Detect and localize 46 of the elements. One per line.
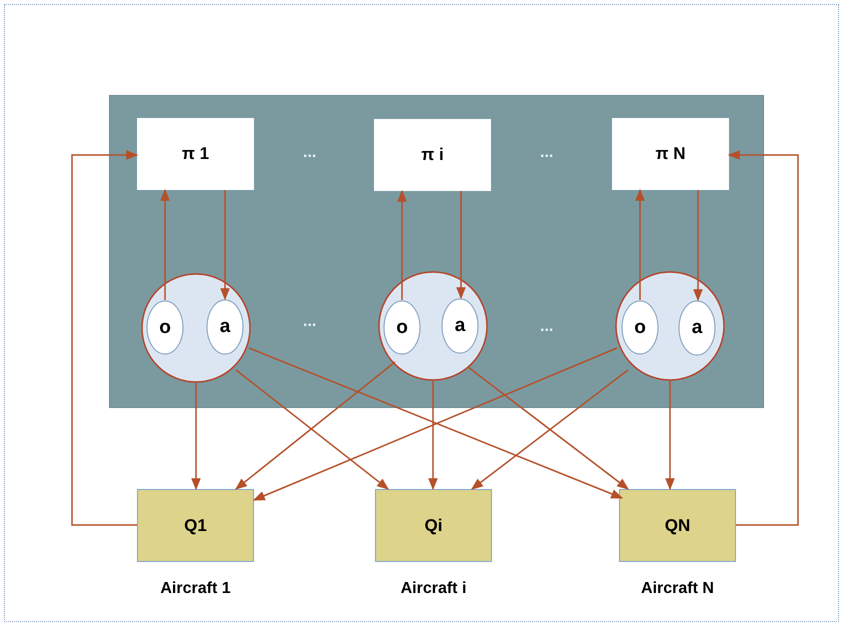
arrow	[728, 150, 799, 526]
arrow	[191, 383, 201, 490]
node-label: o	[634, 316, 646, 338]
node-label: π N	[655, 144, 686, 164]
ellipse-node	[678, 300, 716, 356]
ellipse-node	[146, 300, 184, 355]
node-label: QN	[664, 516, 690, 536]
node-label: Qi	[424, 516, 442, 536]
node-label: π i	[421, 145, 444, 165]
ellipsis-mark: ...	[540, 144, 554, 162]
node-label: a	[692, 317, 702, 339]
ellipsis-mark: ...	[540, 318, 554, 336]
node-caption: Aircraft N	[640, 580, 715, 598]
node-caption: Aircraft 1	[159, 580, 232, 598]
ellipsis-mark: ...	[303, 313, 316, 331]
arrow	[71, 150, 138, 526]
ellipse-node	[621, 300, 659, 355]
agent-circle	[615, 271, 725, 381]
ellipse-node	[441, 298, 479, 354]
node-label: Q1	[184, 516, 207, 536]
process-box	[137, 489, 254, 562]
arrow	[635, 188, 645, 300]
node-label: o	[396, 316, 408, 338]
panel-background	[109, 95, 764, 408]
arrow	[220, 190, 230, 300]
node-label: o	[159, 316, 171, 338]
node-label: a	[454, 315, 466, 337]
process-box	[374, 119, 491, 191]
ellipse-node	[206, 299, 244, 355]
node-label: a	[220, 316, 230, 338]
agent-circle	[141, 273, 251, 383]
arrow	[397, 190, 407, 300]
arrow	[428, 381, 438, 490]
arrow	[456, 191, 466, 300]
process-box	[612, 118, 729, 190]
arrow	[665, 381, 675, 490]
arrow	[693, 190, 703, 302]
node-caption: Aircraft i	[400, 580, 468, 598]
process-box	[137, 118, 254, 190]
arrow	[160, 188, 170, 300]
process-box	[619, 489, 736, 562]
process-box	[375, 489, 492, 562]
agent-circle	[378, 271, 488, 381]
ellipse-node	[383, 300, 421, 355]
node-label: π 1	[182, 144, 210, 164]
ellipsis-mark: ...	[303, 144, 316, 162]
